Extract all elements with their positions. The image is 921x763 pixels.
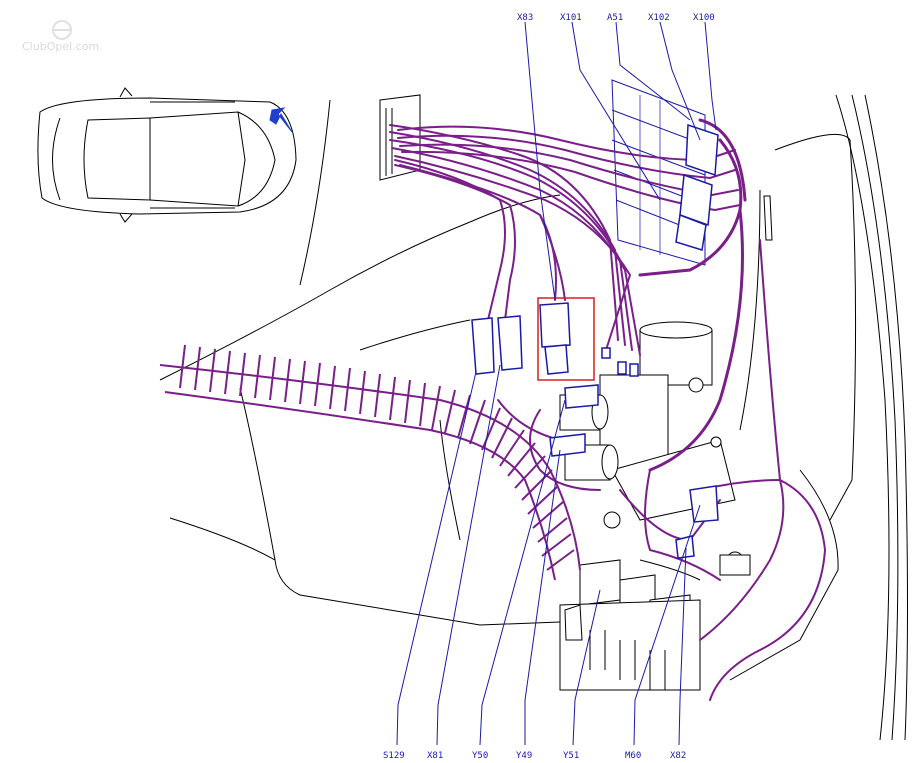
- top-leaders: [524, 21, 717, 301]
- a51-module: [611, 79, 706, 266]
- label-x81: X81: [427, 751, 443, 761]
- relay-box: [559, 559, 701, 691]
- wire-harness: [389, 118, 827, 701]
- clubopel-logo: ClubOpel.com: [22, 20, 99, 53]
- label-x100: X100: [693, 13, 715, 23]
- watermark-text: ClubOpel.com: [22, 40, 99, 53]
- label-s129: S129: [383, 751, 405, 761]
- label-y51: Y51: [563, 751, 579, 761]
- label-y50: Y50: [472, 751, 488, 761]
- connectors: [471, 123, 719, 559]
- label-m60: M60: [625, 751, 641, 761]
- label-x102: X102: [648, 13, 670, 23]
- label-x82: X82: [670, 751, 686, 761]
- highlight-box: [537, 297, 595, 381]
- location-arrow-icon: [269, 107, 293, 133]
- label-y49: Y49: [516, 751, 532, 761]
- car-top-view: [37, 87, 297, 223]
- body-outline: [159, 94, 908, 741]
- corrugated-conduit: [159, 344, 581, 581]
- label-a51: A51: [607, 13, 623, 23]
- label-x83: X83: [517, 13, 533, 23]
- label-x101: X101: [560, 13, 582, 23]
- bottom-leaders: [396, 364, 701, 746]
